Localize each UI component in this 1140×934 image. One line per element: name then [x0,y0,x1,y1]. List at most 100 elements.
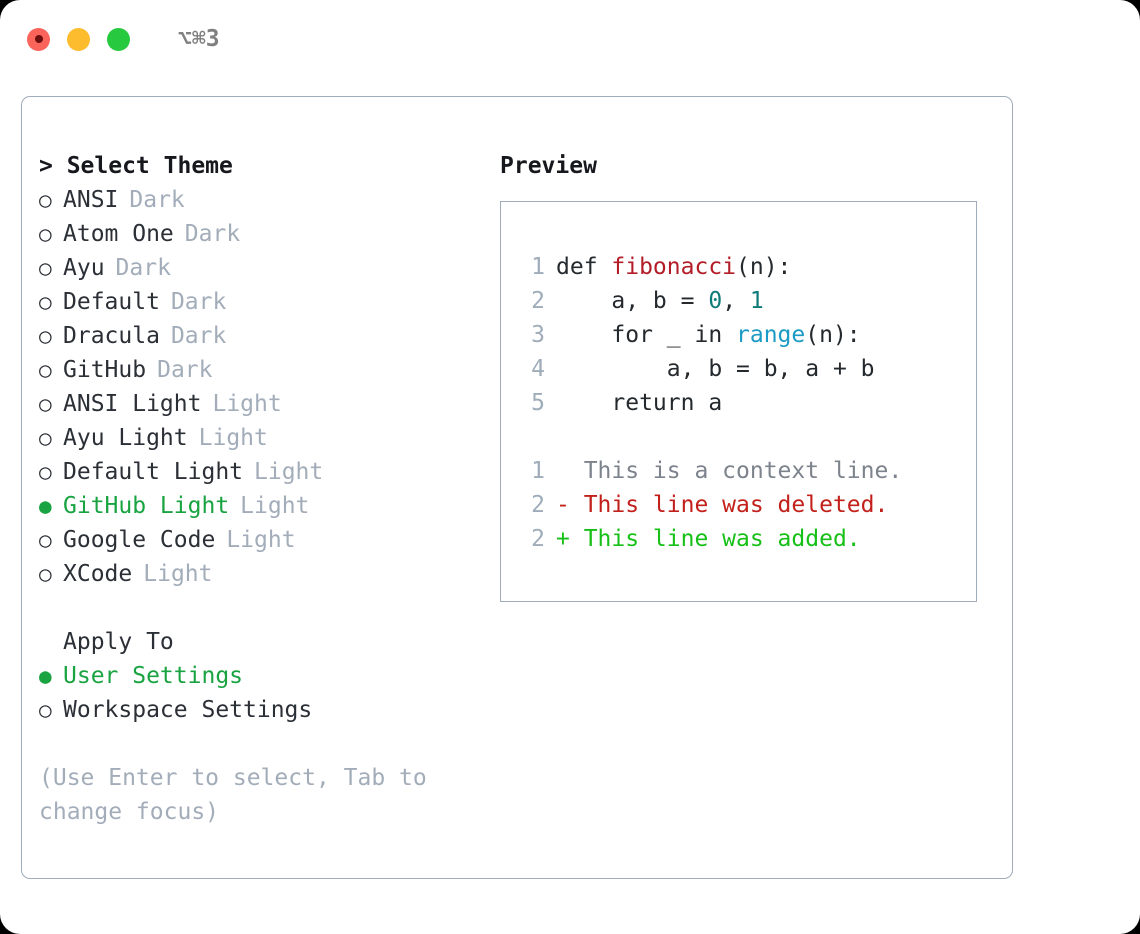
theme-option-label: GitHub [63,357,147,383]
radio-unselected-icon: ○ [39,358,52,382]
radio-unselected-icon: ○ [39,562,52,586]
theme-option-ansi[interactable]: ○ ANSI Dark [39,183,494,217]
radio-unselected-icon: ○ [39,188,52,212]
code-token: , [722,288,750,314]
apply-to-heading: Apply To [63,629,174,655]
radio-unselected-icon: ○ [39,222,52,246]
apply-to-option-label: Workspace Settings [63,697,313,723]
keyboard-hint: (Use Enter to select, Tab to change focu… [39,765,427,825]
radio-unselected-icon: ○ [39,256,52,280]
line-number: 2 [531,526,545,552]
theme-option-tag: Light [198,425,268,451]
theme-option-xcode[interactable]: ○ XCode Light [39,557,494,591]
theme-option-tag: Light [240,493,310,519]
select-theme-heading: > Select Theme [39,153,233,179]
theme-option-atom-one[interactable]: ○ Atom One Dark [39,217,494,251]
line-number: 2 [531,288,545,314]
title-bar: ⌥⌘3 [0,0,1140,78]
code-token: for _ in [556,322,737,348]
code-line: 5 return a [523,386,902,420]
theme-option-label: Default Light [63,459,244,485]
theme-option-google-code[interactable]: ○ Google Code Light [39,523,494,557]
code-token: 1 [749,288,764,314]
diff-line-text: - This line was deleted. [556,492,889,518]
radio-unselected-icon: ○ [39,290,52,314]
theme-option-label: Atom One [63,221,174,247]
code-token: fibonacci [611,254,737,280]
code-token: 0 [708,288,723,314]
theme-option-tag: Dark [129,187,185,213]
theme-option-ayu[interactable]: ○ Ayu Dark [39,251,494,285]
theme-option-github-light[interactable]: ● GitHub Light Light [39,489,494,523]
theme-option-label: Google Code [63,527,216,553]
close-button[interactable] [27,27,50,51]
theme-option-label: Default [63,289,160,315]
zoom-button[interactable] [107,27,130,51]
theme-option-label: Dracula [63,323,160,349]
apply-to-heading-row: Apply To [39,625,494,659]
theme-option-tag: Light [212,391,282,417]
code-token: (n): [736,254,792,280]
theme-option-tag: Dark [157,357,213,383]
theme-option-label: Ayu Light [63,425,188,451]
radio-selected-icon: ● [39,664,52,688]
list-spacer [39,591,494,625]
radio-unselected-icon: ○ [39,528,52,552]
theme-option-dracula[interactable]: ○ Dracula Dark [39,319,494,353]
line-number: 1 [531,254,545,280]
theme-option-tag: Dark [170,323,227,349]
theme-option-tag: Dark [184,221,241,247]
radio-unselected-icon: ○ [39,698,52,722]
minimize-button[interactable] [67,27,90,51]
apply-to-option-workspace-settings[interactable]: ○ Workspace Settings [39,693,494,727]
theme-option-label: GitHub Light [63,493,230,519]
code-gap [523,420,902,454]
preview-heading: Preview [500,153,597,179]
apply-to-list: ●User Settings ○ Workspace Settings [39,659,494,727]
radio-unselected-icon: ○ [39,460,52,484]
radio-unselected-icon: ○ [39,392,52,416]
radio-unselected-icon: ○ [39,426,52,450]
keyboard-shortcut-label: ⌥⌘3 [178,26,220,52]
theme-option-tag: Dark [170,289,227,315]
diff-line-del: 2 - This line was deleted. [523,488,902,522]
radio-selected-icon: ● [39,494,52,518]
line-number: 1 [531,458,545,484]
code-line: 2 a, b = 0, 1 [523,284,902,318]
theme-option-tag: Light [226,527,296,553]
theme-option-label: Ayu [63,255,105,281]
diff-line-text: This is a context line. [556,458,903,484]
theme-option-ayu-light[interactable]: ○ Ayu Light Light [39,421,494,455]
line-number: 4 [531,356,545,382]
theme-option-tag: Dark [115,255,171,281]
radio-unselected-icon: ○ [39,324,52,348]
code-token: range [736,322,806,348]
code-line: 3 for _ in range(n): [523,318,902,352]
line-number: 5 [531,390,545,416]
apply-to-option-user-settings[interactable]: ●User Settings [39,659,494,693]
code-token: (n): [805,322,861,348]
line-number: 3 [531,322,545,348]
code-token: a, b = [556,288,709,314]
theme-option-default-light[interactable]: ○ Default Light Light [39,455,494,489]
theme-option-default[interactable]: ○ Default Dark [39,285,494,319]
theme-option-label: XCode [63,561,133,587]
theme-option-github[interactable]: ○ GitHub Dark [39,353,494,387]
code-token: def [556,254,612,280]
diff-line-ctx: 1 This is a context line. [523,454,902,488]
theme-option-tag: Light [254,459,324,485]
apply-to-heading-marker [39,625,63,659]
theme-option-tag: Light [143,561,213,587]
theme-option-label: ANSI [63,187,119,213]
line-number: 2 [531,492,545,518]
code-token: a, b = b, a + b [556,356,875,382]
diff-line-add: 2+ This line was added. [523,522,902,556]
